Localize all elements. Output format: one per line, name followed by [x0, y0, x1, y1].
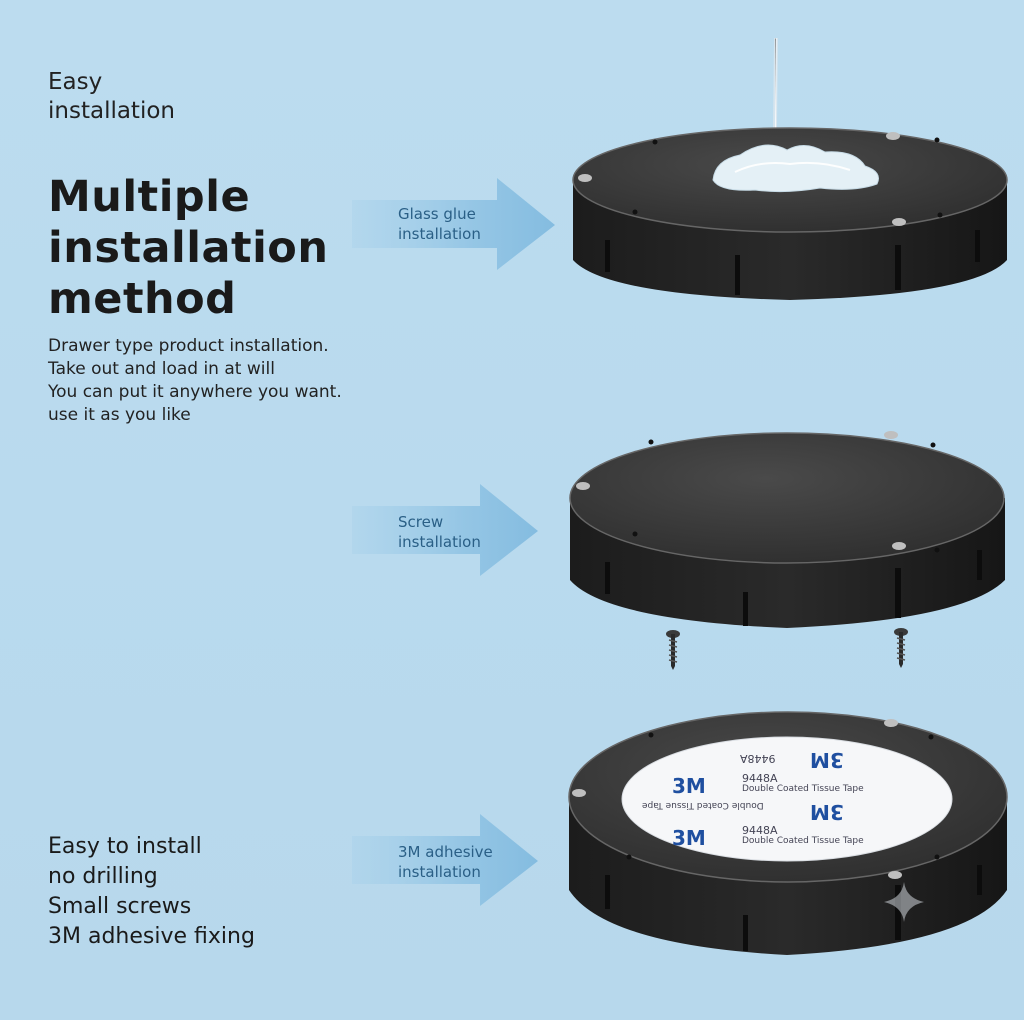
tape-brand-mark: 3M [672, 826, 706, 850]
method-label-screw: Screw installation [398, 513, 481, 551]
description-text: Drawer type product installation. Take o… [48, 335, 342, 427]
tape-code: 9448A [740, 752, 776, 765]
adhesive-arrow: 3M adhesive installation [352, 814, 557, 909]
tape-description: Double Coated Tissue Tape [642, 800, 764, 810]
intro-line-2: installation [48, 98, 175, 124]
page-title: Multiple installation method [48, 172, 328, 325]
glass-glue-arrow: Glass glue installation [352, 178, 557, 273]
intro-line-1: Easy [48, 69, 103, 95]
description-line-3: You can put it anywhere you want. [48, 382, 342, 402]
feature-item: Easy to install [48, 834, 202, 859]
tape-code: 9448A [742, 824, 778, 837]
tape-description: Double Coated Tissue Tape [742, 836, 864, 846]
feature-item: 3M adhesive fixing [48, 924, 255, 949]
tape-code: 9448A [742, 772, 778, 785]
screw-icon [894, 628, 908, 668]
title-line-2: installation [48, 223, 329, 273]
light-puck-adhesive-image [568, 711, 1008, 955]
description-line-1: Drawer type product installation. [48, 336, 329, 356]
tape-brand-mark: 3M [672, 774, 706, 798]
method-label-3m-adhesive: 3M adhesive installation [398, 843, 493, 881]
light-puck-glue-image [572, 127, 1008, 300]
feature-item: no drilling [48, 864, 158, 889]
description-line-4: use it as you like [48, 405, 191, 425]
method-label-glass-glue: Glass glue installation [398, 205, 481, 243]
arrow-right-icon [352, 814, 538, 906]
tape-brand-mark: 3M [810, 748, 844, 772]
glue-stream-icon [766, 38, 784, 144]
adhesive-tape-label: 3M 9448A 3M 9448A Double Coated Tissue T… [642, 748, 960, 858]
tape-brand-mark: 3M [810, 800, 844, 824]
feature-item: Small screws [48, 894, 192, 919]
screw-icon [666, 630, 680, 670]
arrow-right-icon [352, 484, 538, 576]
screw-arrow: Screw installation [352, 484, 557, 579]
description-line-2: Take out and load in at will [48, 359, 275, 379]
title-line-1: Multiple [48, 172, 251, 222]
feature-list: Easy to install no drilling Small screws… [48, 832, 255, 952]
title-line-3: method [48, 274, 237, 324]
intro-heading: Easy installation [48, 68, 175, 126]
sparkle-icon [884, 882, 924, 922]
tape-description: Double Coated Tissue Tape [742, 784, 864, 794]
light-puck-screw-image [569, 431, 1005, 628]
arrow-right-icon [352, 178, 555, 270]
